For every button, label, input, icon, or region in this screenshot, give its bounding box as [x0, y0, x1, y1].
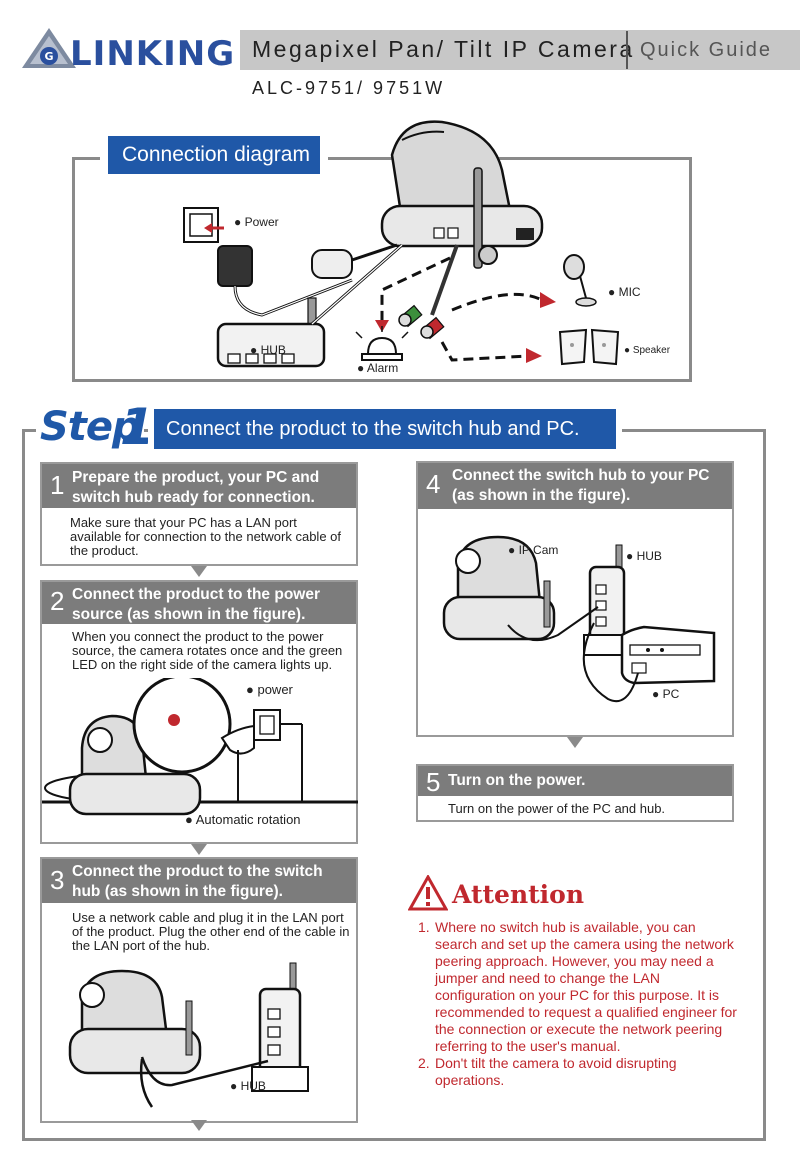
warning-icon: [408, 875, 448, 911]
power-connection-illustration: [42, 678, 358, 816]
panel-header: 3 Connect the product to the switch hub …: [42, 859, 356, 903]
hub-connection-illustration: [68, 962, 309, 1108]
panel-connect-pc: 4 Connect the switch hub to your PC (as …: [416, 461, 734, 737]
panel-title: Prepare the product, your PC and switch …: [72, 469, 320, 506]
down-arrow-icon: [191, 566, 207, 577]
attention-list: 1.Where no switch hub is available, you …: [418, 919, 738, 1089]
power-callout: ● Power: [234, 215, 279, 229]
panel-header: 4 Connect the switch hub to your PC (as …: [418, 463, 732, 509]
panel-header: 5 Turn on the power.: [418, 766, 732, 797]
panel-header: 1 Prepare the product, your PC and switc…: [42, 464, 356, 508]
panel-number: 1: [50, 470, 65, 500]
panel-number: 2: [50, 586, 65, 616]
hub-callout: ● HUB: [250, 343, 286, 357]
pc-callout: ● PC: [652, 687, 680, 701]
panel-power-on: 5 Turn on the power. Turn on the power o…: [416, 764, 734, 822]
power-callout: ● power: [246, 682, 293, 697]
hub-callout: ● HUB: [230, 1079, 266, 1093]
camera-illustration: [380, 120, 544, 269]
panel-header: 2 Connect the product to the power sourc…: [42, 582, 356, 624]
pc-connection-illustration: [442, 535, 716, 703]
panel-title: Connect the product to the power source …: [72, 586, 320, 623]
rotation-callout: ● Automatic rotation: [185, 812, 301, 827]
attention-item: 2.Don't tilt the camera to avoid disrupt…: [418, 1055, 677, 1088]
brand-name: LINKING: [70, 34, 236, 74]
panel-body: Turn on the power of the PC and hub.: [448, 801, 666, 816]
speaker-callout: ● Speaker: [624, 345, 671, 356]
product-title: Megapixel Pan/ Tilt IP Camera: [252, 36, 635, 62]
av-cables-illustration: [398, 244, 459, 340]
panel-power: 2 Connect the product to the power sourc…: [40, 580, 358, 844]
down-arrow-icon: [191, 844, 207, 855]
svg-text:G: G: [44, 50, 53, 63]
panel-number: 3: [50, 865, 65, 895]
hub-callout: ● HUB: [626, 549, 662, 563]
speaker-icon: [558, 328, 620, 366]
model-number: ALC-9751/ 9751W: [252, 78, 446, 98]
microphone-icon: [563, 254, 597, 307]
attention-title: Attention: [452, 880, 585, 909]
panel-body: Use a network cable and plug it in the L…: [72, 910, 350, 953]
title-bar: [240, 30, 800, 70]
panel-title: Connect the switch hub to your PC (as sh…: [452, 467, 710, 504]
ipcam-callout: ● IP Cam: [508, 543, 559, 557]
panel-switch-hub: 3 Connect the product to the switch hub …: [40, 857, 358, 1123]
connection-diagram-frame: [72, 157, 692, 382]
panel-title: Turn on the power.: [448, 772, 586, 789]
panel-number: 4: [426, 469, 441, 499]
attention-item: 1.Where no switch hub is available, you …: [418, 919, 737, 1054]
down-arrow-icon: [191, 1120, 207, 1131]
guide-label: Quick Guide: [640, 39, 773, 61]
hub-illustration: [216, 243, 403, 368]
connection-diagram-illustration: [183, 120, 620, 368]
step-label: Step: [36, 404, 144, 450]
panel-number: 5: [426, 767, 441, 797]
power-adapter-illustration: [183, 207, 398, 317]
linking-logo-icon: G: [22, 28, 76, 68]
panel-body: When you connect the product to the powe…: [72, 629, 343, 672]
mic-callout: ● MIC: [608, 285, 641, 299]
panel-title: Connect the product to the switch hub (a…: [72, 863, 323, 900]
title-divider: [626, 31, 628, 69]
panel-prepare: 1 Prepare the product, your PC and switc…: [40, 462, 358, 566]
alarm-callout: ● Alarm: [357, 361, 399, 375]
panel-body: Make sure that your PC has a LAN port av…: [70, 515, 342, 558]
alarm-icon: [355, 326, 409, 361]
connection-diagram-title: Connection diagram: [100, 136, 328, 174]
step-title: Connect the product to the switch hub an…: [148, 409, 622, 449]
down-arrow-icon: [567, 737, 583, 748]
